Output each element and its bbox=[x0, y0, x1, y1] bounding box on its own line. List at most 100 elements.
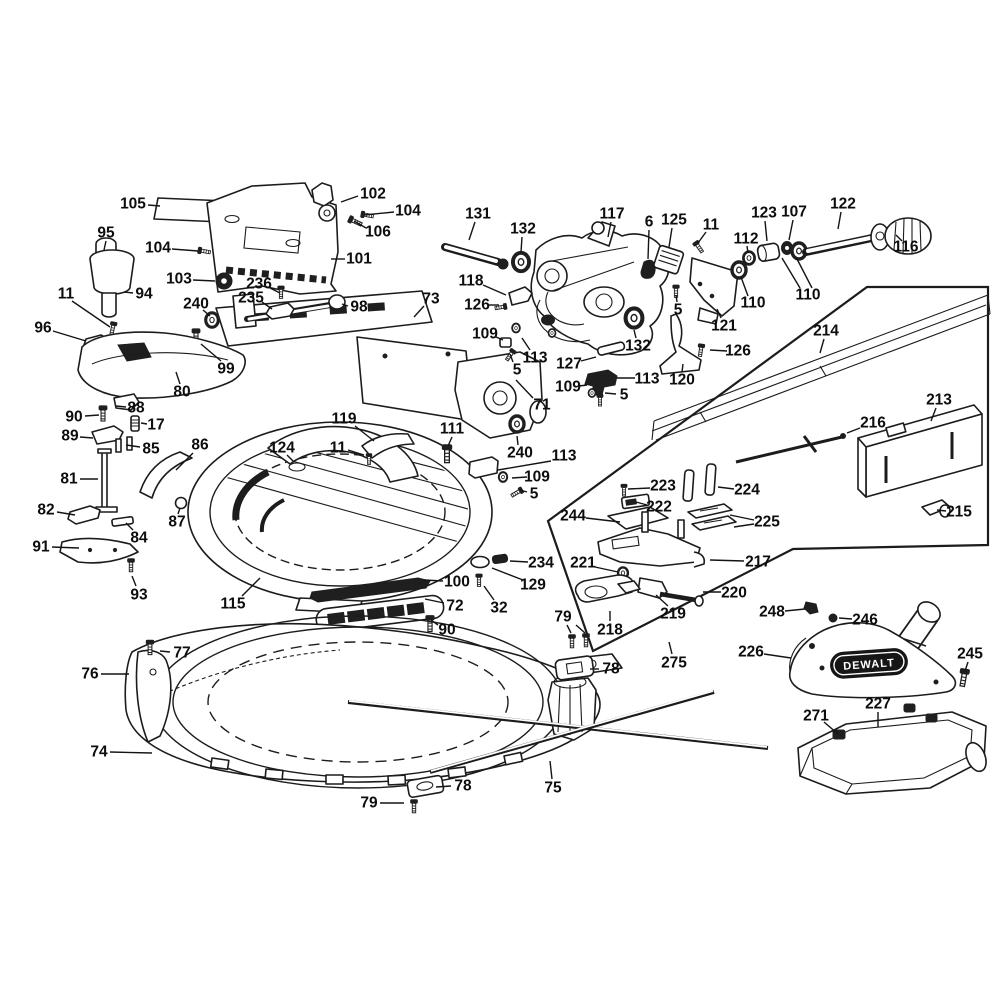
leader-line bbox=[895, 234, 903, 242]
part-label-222-72: 222 bbox=[646, 499, 672, 516]
part-label-96-14: 96 bbox=[34, 320, 52, 337]
screw-126 bbox=[494, 302, 509, 312]
part-label-125-39: 125 bbox=[661, 212, 687, 229]
strip-100 bbox=[309, 577, 431, 603]
leader-line bbox=[84, 414, 100, 417]
part-label-235-10: 235 bbox=[238, 290, 264, 307]
plate-91 bbox=[59, 537, 139, 564]
part-label-85-21: 85 bbox=[142, 441, 160, 458]
washer-240 bbox=[204, 311, 220, 329]
leader-line bbox=[171, 248, 199, 252]
part-label-113-56: 113 bbox=[634, 371, 659, 388]
leader-line bbox=[838, 617, 853, 620]
leader-line bbox=[964, 661, 969, 672]
pivot-bracket-drawing bbox=[454, 351, 547, 500]
clamp-215 bbox=[921, 499, 951, 518]
screw-79b bbox=[409, 798, 419, 814]
leader-line bbox=[200, 343, 222, 362]
part-label-109-65: 109 bbox=[524, 469, 550, 486]
part-label-113-64: 113 bbox=[551, 448, 576, 465]
part-label-132-58: 132 bbox=[625, 338, 651, 355]
leader-line bbox=[668, 641, 673, 655]
leader-line bbox=[511, 476, 528, 479]
plate-78a bbox=[554, 655, 595, 681]
leader-line bbox=[764, 220, 768, 242]
part-label-94-8: 94 bbox=[135, 286, 153, 303]
dewalt-logo-text: DEWALT bbox=[843, 657, 895, 673]
plates-225 bbox=[687, 503, 737, 531]
rod-81 bbox=[95, 448, 118, 513]
part-label-79-99: 79 bbox=[360, 795, 378, 812]
part-label-17-19: 17 bbox=[147, 417, 164, 434]
part-label-103-7: 103 bbox=[166, 271, 192, 288]
leader-line bbox=[175, 371, 181, 385]
part-label-71-62: 71 bbox=[533, 397, 551, 414]
dust-tray-227 bbox=[797, 703, 987, 795]
leader-line bbox=[147, 204, 161, 207]
clip-222 bbox=[620, 493, 651, 510]
leader-line bbox=[580, 356, 597, 362]
part-label-76-97: 76 bbox=[81, 666, 99, 683]
leader-line bbox=[729, 514, 755, 521]
screw-245 bbox=[956, 667, 971, 688]
part-label-116-44: 116 bbox=[893, 239, 918, 256]
leader-line bbox=[354, 425, 375, 442]
part-label-77-96: 77 bbox=[173, 645, 190, 662]
leader-line bbox=[837, 211, 842, 230]
knob-94 bbox=[89, 249, 135, 295]
screw-126b bbox=[695, 342, 706, 358]
leader-line bbox=[491, 567, 524, 581]
leader-line bbox=[353, 220, 367, 229]
nut-112 bbox=[742, 250, 756, 266]
part-label-104-2: 104 bbox=[145, 240, 171, 257]
part-label-213-68: 213 bbox=[926, 392, 952, 409]
part-label-11-40: 11 bbox=[703, 217, 720, 234]
part-label-236-9: 236 bbox=[246, 276, 272, 293]
leader-line bbox=[717, 486, 735, 490]
washer-132b bbox=[626, 308, 643, 327]
leader-line bbox=[936, 509, 947, 512]
leader-line bbox=[435, 785, 452, 788]
leader-line bbox=[482, 284, 507, 296]
part-label-219-79: 219 bbox=[660, 606, 686, 623]
part-label-245-93: 245 bbox=[957, 646, 983, 663]
screw-90b bbox=[424, 614, 436, 633]
part-label-244-73: 244 bbox=[560, 508, 586, 525]
leader-line bbox=[423, 579, 444, 582]
part-label-127-54: 127 bbox=[556, 356, 582, 373]
leader-line bbox=[607, 221, 612, 238]
leader-line bbox=[784, 608, 806, 612]
part-label-121-48: 121 bbox=[711, 318, 737, 335]
leader-line bbox=[52, 330, 87, 342]
part-label-99-15: 99 bbox=[217, 361, 235, 378]
bracket-217 bbox=[597, 511, 706, 568]
plate-244 bbox=[607, 506, 669, 530]
screw-223 bbox=[620, 483, 628, 497]
part-label-75-101: 75 bbox=[544, 780, 562, 797]
washer-240b bbox=[508, 414, 526, 434]
part-label-126-59: 126 bbox=[725, 343, 751, 360]
leader-line bbox=[483, 585, 495, 601]
leader-line bbox=[516, 435, 519, 446]
part-label-124-24: 124 bbox=[269, 440, 295, 457]
part-label-101-6: 101 bbox=[346, 251, 372, 268]
leader-line bbox=[633, 329, 637, 339]
fence-rail-214 bbox=[651, 294, 991, 441]
leader-line bbox=[549, 760, 553, 780]
part-label-32-86: 32 bbox=[490, 600, 507, 617]
leader-line bbox=[56, 511, 76, 516]
part-label-89-20: 89 bbox=[61, 428, 79, 445]
leader-line bbox=[675, 294, 678, 303]
part-label-102-3: 102 bbox=[360, 186, 386, 203]
screw-79a1 bbox=[567, 633, 577, 649]
handle-assembly-drawing bbox=[153, 182, 433, 347]
leader-line bbox=[781, 257, 801, 289]
part-label-240-11: 240 bbox=[183, 296, 209, 313]
leader-line bbox=[819, 338, 825, 354]
leader-line bbox=[740, 276, 749, 297]
part-label-120-60: 120 bbox=[669, 372, 695, 389]
leader-line bbox=[635, 501, 648, 506]
part-label-78-89: 78 bbox=[602, 661, 620, 678]
leader-line bbox=[175, 452, 194, 471]
pin-234 bbox=[491, 553, 509, 565]
